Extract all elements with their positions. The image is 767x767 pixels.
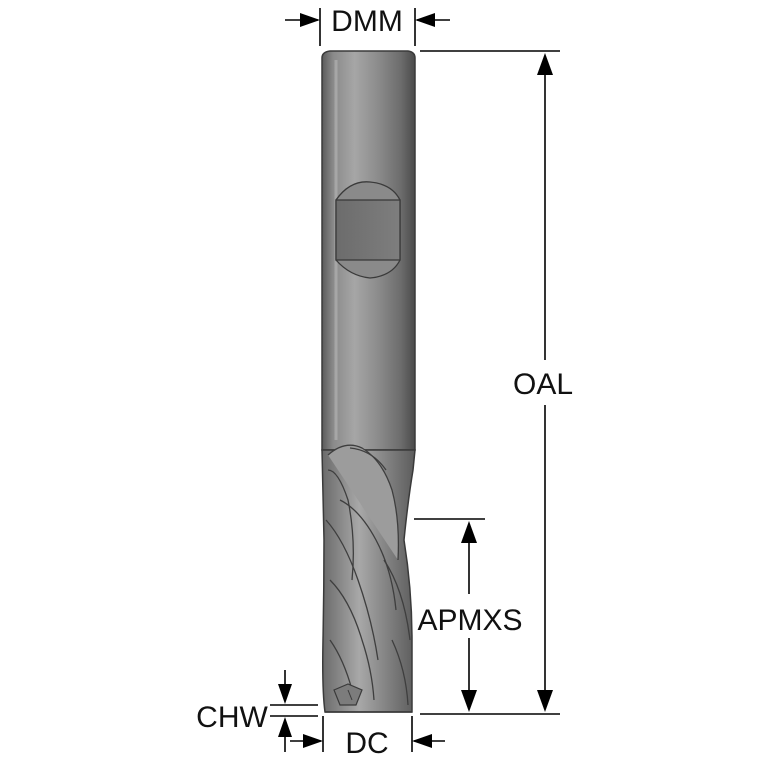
- dimension-apmxs: APMXS: [414, 518, 523, 712]
- label-dc: DC: [345, 727, 388, 760]
- label-apmxs: APMXS: [417, 604, 522, 637]
- label-chw: CHW: [196, 701, 268, 734]
- dimension-oal: OAL: [420, 50, 573, 715]
- dimension-chw: CHW: [196, 670, 318, 752]
- flute-helix: [325, 444, 411, 706]
- end-mill-tool: [321, 50, 416, 713]
- label-dmm: DMM: [331, 5, 403, 38]
- dimension-dc: DC: [290, 716, 445, 760]
- tool-tip: [325, 683, 412, 713]
- weldon-flat: [335, 181, 401, 279]
- label-oal: OAL: [513, 368, 573, 401]
- dimension-dmm: DMM: [285, 5, 450, 46]
